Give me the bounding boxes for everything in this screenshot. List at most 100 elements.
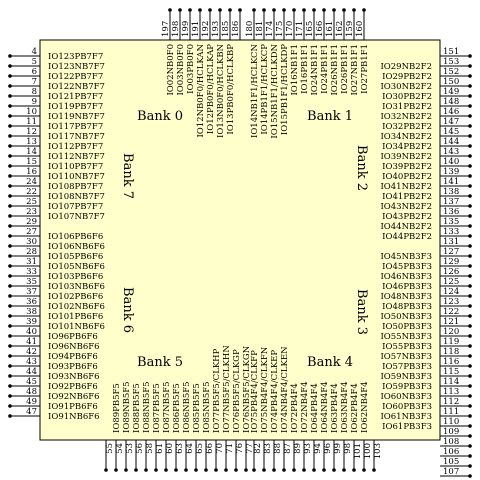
pin-terminal [168,8,172,12]
pin-number: 115 [443,367,459,377]
pin-name-io119nb7f7: IO119NB7F7 [48,112,105,122]
pin-number: 114 [443,377,459,387]
pin-terminal [8,134,12,138]
pin-number: 120 [443,327,459,337]
pin-terminal [468,474,472,478]
right-pin: 131 [440,237,472,248]
pin-number: 135 [443,217,459,227]
pin-number: 24 [26,177,37,187]
pin-name-io14nb1f1-hclkcn: IO14NB1F1/HCLKCN [250,43,260,138]
pin-terminal [8,274,12,278]
right-pin: 107 [440,467,472,478]
pin-name-io26pb1f1: IO26PB1F1 [340,44,350,94]
pin-number: 199 [181,21,191,37]
pin-name-io43pb2f2: IO43PB2F2 [382,212,432,222]
pin-name-io102nb6f6: IO102NB6F6 [48,302,105,312]
pin-number: 38 [26,307,37,317]
top-pin-group: 197IO02NB0F0198IO03NB0F0199IO03PB0F0191I… [161,8,370,139]
pin-name-io88nb5f5: IO88NB5F5 [142,381,152,433]
pin-terminal [468,204,472,208]
pin-number: 133 [443,227,459,237]
pin-terminal [468,344,472,348]
pin-terminal [252,8,256,12]
pin-terminal [282,468,286,472]
bank-4-label: Bank 4 [307,355,353,370]
pin-number: 41 [26,337,37,347]
pin-number: 140 [443,157,459,167]
pin-name-io87pb5f5: IO87PB5F5 [152,383,162,433]
pin-number: 98 [343,443,353,454]
pin-terminal [144,468,148,472]
pin-name-io123nb7f7: IO123NB7F7 [48,62,105,72]
pin-name-io74nb4f4-clken: IO74NB4F4/CLKEN [280,346,290,433]
pin-terminal [252,468,256,472]
pin-name-io86nb5f5: IO86NB5F5 [182,381,192,433]
pin-name-io59nb3f3: IO59NB3F3 [380,372,432,382]
pin-number: 71 [225,443,235,454]
pin-number: 47 [26,407,37,417]
pin-terminal [468,214,472,218]
pin-number: 8 [32,87,37,97]
pin-name-io14pb1f1-hclkcp: IO14PB1F1/HCLKCP [260,44,270,135]
pin-terminal [228,8,232,12]
right-pin: 108 [440,437,472,448]
pin-number: 10 [26,107,37,117]
pin-name-io13pb0f0-hclkbp: IO13PB0F0/HCLKBP [226,44,236,135]
pin-name-io106nb6f6: IO106NB6F6 [48,242,105,252]
pin-terminal [468,64,472,68]
pin-name-io77pb5f5-clkhp: IO77PB5F5/CLKHP [212,348,222,433]
pin-number: 111 [443,407,459,417]
pin-name-io121pb7f7: IO121PB7F7 [48,92,103,102]
pin-terminal [8,254,12,258]
pin-terminal [468,464,472,468]
pin-terminal [8,334,12,338]
pin-terminal [8,114,12,118]
pin-number: 5 [32,57,37,67]
pin-number: 180 [245,21,255,37]
pin-number: 107 [443,467,459,477]
right-pin: 105 [440,457,472,468]
pin-number: 35 [26,277,37,287]
pin-name-io60nb3f3: IO60NB3F3 [380,392,432,402]
pin-terminal [8,84,12,88]
pin-number: 83 [263,443,273,454]
pin-name-io103nb6f6: IO103NB6F6 [48,282,105,292]
pin-terminal [468,94,472,98]
pin-terminal [302,8,306,12]
pin-number: 77 [245,443,255,454]
pin-name-io85nb5f5: IO85NB5F5 [202,381,212,433]
pin-number: 54 [115,443,125,454]
pin-number: 44 [26,367,37,377]
pin-terminal [262,468,266,472]
pin-number: 185 [221,21,231,37]
pin-terminal [8,294,12,298]
pin-number: 160 [355,21,365,37]
pin-terminal [468,374,472,378]
pin-name-io112nb7f7: IO112NB7F7 [48,152,105,162]
pin-terminal [292,8,296,12]
pin-number: 149 [443,87,459,97]
